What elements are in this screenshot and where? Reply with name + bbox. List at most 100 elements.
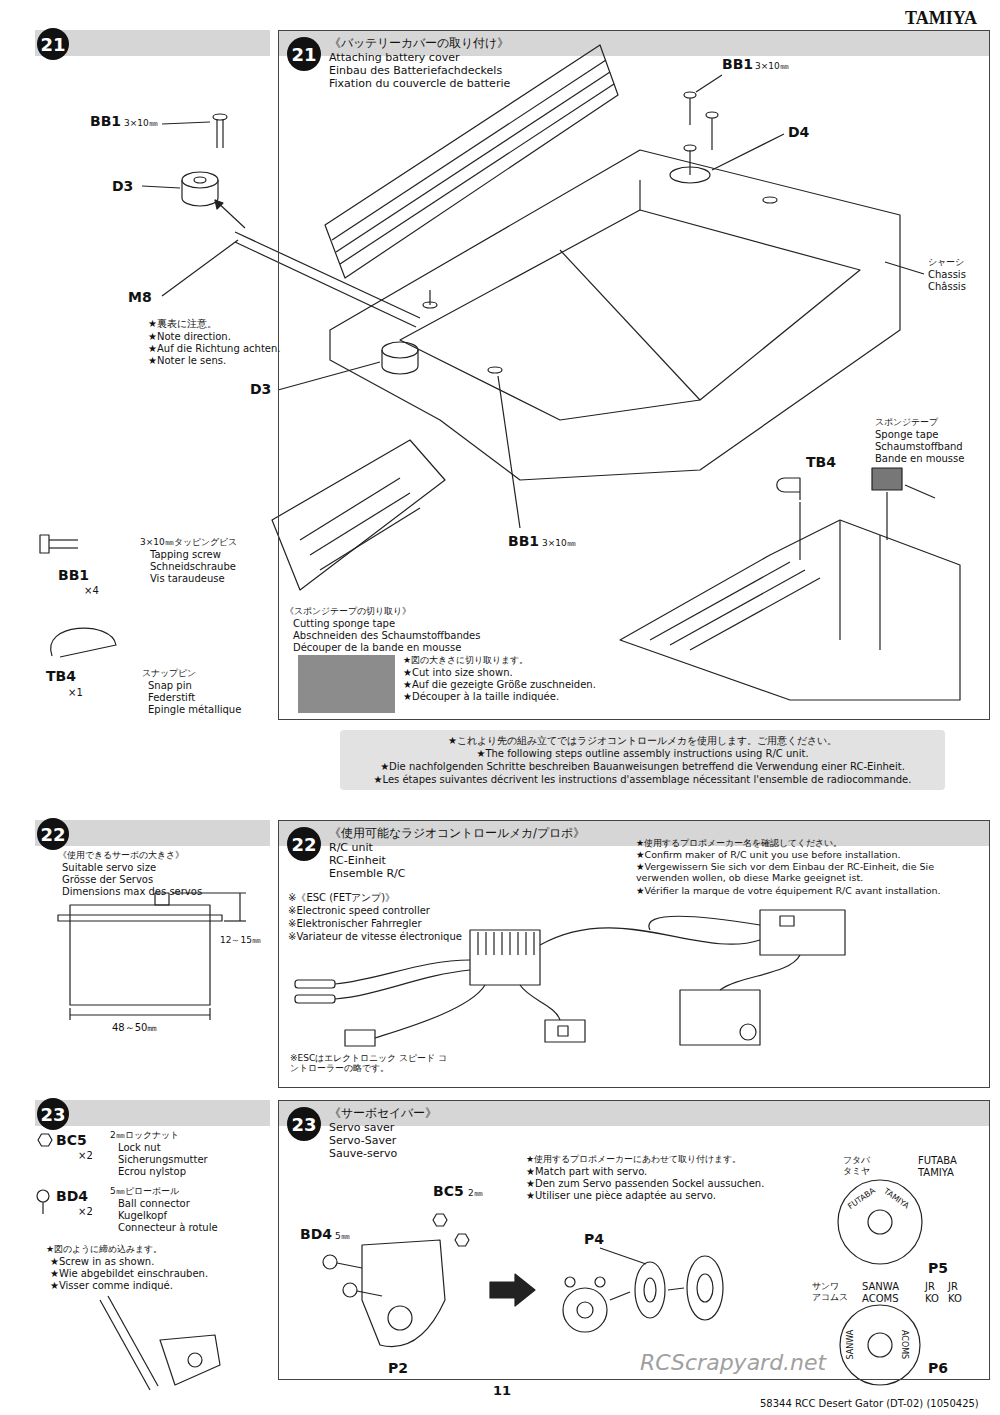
label-text: 3×10㎜ [755, 61, 789, 71]
label-text: ★Den zum Servo passenden Sockel aussuche… [526, 1178, 764, 1190]
step-number-badge: 22 [287, 827, 321, 861]
notice-text: ★これより先の組み立てではラジオコントロールメカを使用します。ご用意ください。 [348, 734, 937, 747]
label-text: ★Wie abgebildet einschrauben. [50, 1268, 208, 1280]
step-panel: 《サーボセイバー》Servo saverServo-SaverSauve-ser… [278, 1100, 990, 1380]
part-code: D3 [250, 381, 271, 397]
label-text: サンワ [812, 1281, 839, 1291]
step-title-line: R/C unit [329, 841, 585, 854]
label-text: タミヤ [843, 1166, 870, 1176]
label-text: 48～50㎜ [112, 1022, 157, 1034]
label-text: 3×10㎜タッピングビス [140, 537, 237, 547]
label-text: ×4 [84, 585, 99, 597]
step-title: 《バッテリーカバーの取り付け》Attaching battery coverEi… [329, 37, 510, 90]
label-text: フタバ [843, 1155, 870, 1165]
step-number: 21 [291, 44, 316, 65]
label-text: ※ESCはエレクトロニック スピード コントローラーの略です。 [290, 1053, 455, 1074]
step-number: 23 [291, 1114, 316, 1135]
label-text: Snap pin [148, 680, 192, 692]
label-text: Découper de la bande en mousse [293, 642, 461, 654]
label-text: TAMIYA [918, 1167, 954, 1179]
step-number-badge: 21 [287, 37, 321, 71]
label-text: ×1 [68, 687, 83, 699]
label-text: Epingle métallique [148, 704, 241, 716]
part-code: 11 [493, 1384, 511, 1399]
part-code: BB1 [508, 533, 539, 549]
label-text: ★Cut into size shown. [403, 667, 513, 679]
label-text: 《スポンジテープの切り取り》 [285, 606, 411, 616]
part-code: BB1 [722, 56, 753, 72]
label-text: ×2 [78, 1150, 93, 1162]
step-title-line: 《バッテリーカバーの取り付け》 [329, 37, 510, 51]
label-text: FUTABA [918, 1155, 957, 1167]
label-text: Grösse der Servos [62, 874, 153, 886]
label-text: Vis taraudeuse [150, 573, 225, 585]
label-text: ★Vergewissern Sie sich vor dem Einbau de… [636, 862, 971, 884]
step-number: 21 [40, 34, 65, 55]
label-text: 2㎜ [468, 1188, 483, 1198]
label-text: Bande en mousse [875, 453, 964, 465]
label-text: シャーシ [928, 257, 964, 267]
part-code: BD4 [56, 1188, 88, 1204]
label-text: ★使用するプロポメーカー名を確認してください。 [636, 838, 842, 848]
label-text: Sponge tape [875, 429, 938, 441]
label-text: ※Electronic speed controller [288, 905, 430, 917]
label-text: JR [948, 1281, 958, 1293]
label-text: Suitable servo size [62, 862, 156, 874]
label-text: JR [925, 1281, 935, 1293]
label-text: Châssis [928, 281, 966, 293]
label-text: スナップピン [142, 668, 196, 678]
label-text: Kugelkopf [118, 1210, 167, 1222]
part-code: P4 [584, 1231, 604, 1247]
label-text: ★Match part with servo. [526, 1166, 647, 1178]
step-title-line: Sauve-servo [329, 1147, 437, 1160]
label-text: KO [925, 1293, 939, 1305]
part-code: TB4 [46, 668, 76, 684]
label-text: 5㎜ [335, 1231, 350, 1241]
label-text: 《使用できるサーボの大きさ》 [58, 850, 184, 860]
step-title-line: 《使用可能なラジオコントロールメカ/プロポ》 [329, 827, 585, 841]
step-number: 22 [291, 834, 316, 855]
label-text: ★Confirm maker of R/C unit you use befor… [636, 850, 900, 861]
label-text: 3×10㎜ [542, 538, 576, 548]
label-text: ★使用するプロポメーカーにあわせて取り付けます。 [526, 1154, 741, 1164]
label-text: Sicherungsmutter [118, 1154, 208, 1166]
notice-banner: ★これより先の組み立てではラジオコントロールメカを使用します。ご用意ください。 ★… [340, 730, 945, 790]
part-code: BC5 [56, 1132, 87, 1148]
part-code: P5 [928, 1260, 948, 1276]
notice-text: ★Die nachfolgenden Schritte beschreiben … [348, 760, 937, 773]
part-code: TAMIYA [905, 8, 977, 29]
label-text: スポンジテープ [875, 417, 938, 427]
step-title-line: 《サーボセイバー》 [329, 1107, 437, 1121]
step-number-badge: 23 [287, 1107, 321, 1141]
label-text: ★Auf die gezeigte Größe zuschneiden. [403, 679, 596, 691]
label-text: ★Visser comme indiqué. [50, 1280, 173, 1292]
label-text: ★Note direction. [148, 331, 231, 343]
label-text: ★Vérifier la marque de votre équipement … [636, 886, 940, 897]
label-text: 2㎜ロックナット [110, 1130, 179, 1140]
label-text: TAMIYA [882, 1187, 911, 1211]
step-number-badge: 23 [37, 1098, 69, 1130]
label-text: Schneidschraube [150, 561, 236, 573]
watermark: RCScrapyard.net [640, 1350, 826, 1375]
part-code: BC5 [433, 1183, 464, 1199]
label-text: ※Variateur de vitesse électronique [288, 931, 462, 943]
label-text: Abschneiden des Schaumstoffbandes [293, 630, 480, 642]
label-text: ★Auf die Richtung achten. [148, 343, 281, 355]
part-code: BD4 [300, 1226, 332, 1242]
part-code: BB1 [58, 567, 89, 583]
label-text: 5㎜ピローボール [110, 1186, 179, 1196]
part-code: M8 [128, 289, 152, 305]
step-title-line: RC-Einheit [329, 854, 585, 867]
label-text: ACOMS [900, 1330, 909, 1359]
notice-text: ★Les étapes suivantes décrivent les inst… [348, 773, 937, 786]
label-text: Dimensions max des servos [62, 886, 202, 898]
label-text: 3×10㎜ [124, 118, 158, 128]
part-code: BB1 [90, 113, 121, 129]
label-text: SANWA [846, 1330, 855, 1360]
step-number-badge: 21 [37, 28, 69, 60]
label-text: ★図の大きさに切り取ります。 [403, 655, 528, 665]
label-text: ★Utiliser une pièce adaptée au servo. [526, 1190, 716, 1202]
step-panel: 《使用可能なラジオコントロールメカ/プロポ》R/C unitRC-Einheit… [278, 820, 990, 1088]
label-text: ★裏表に注意。 [148, 318, 217, 330]
step-panel: 《バッテリーカバーの取り付け》Attaching battery coverEi… [278, 30, 990, 720]
